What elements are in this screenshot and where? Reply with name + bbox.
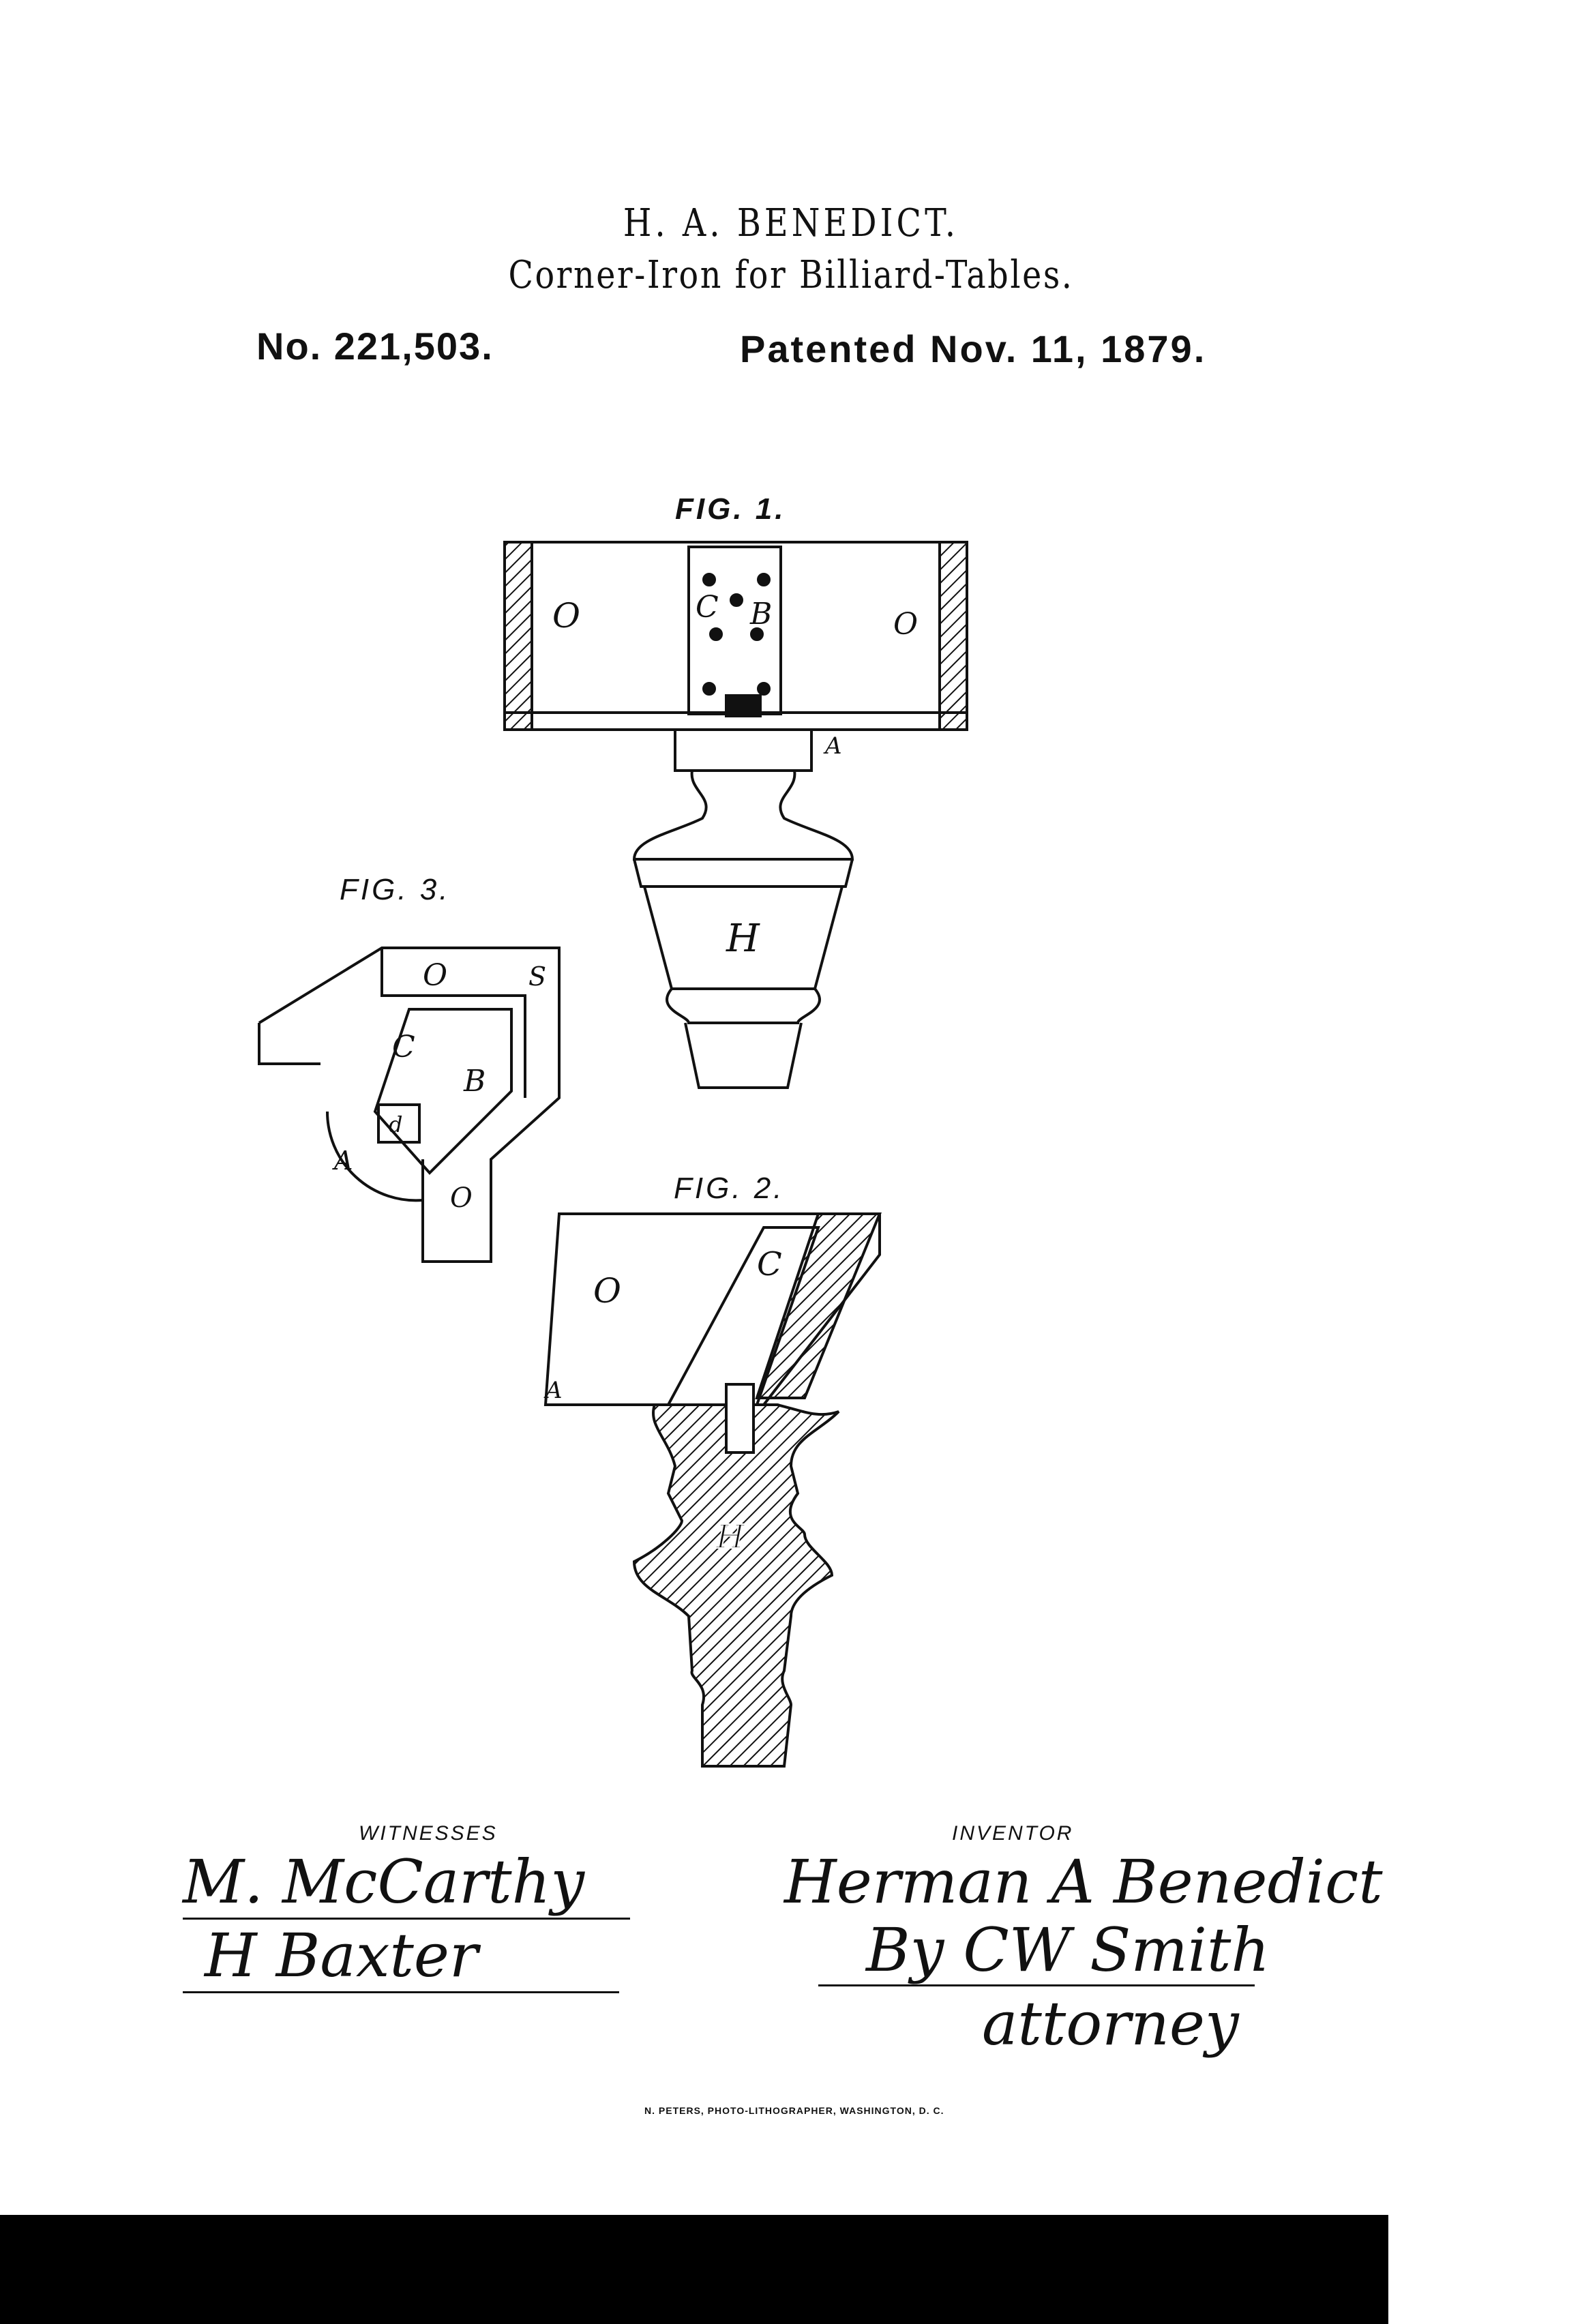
fig3-label: FIG. 3. bbox=[340, 873, 451, 906]
fig2-label: FIG. 2. bbox=[674, 1172, 785, 1205]
fig3-part-o-lower: O bbox=[450, 1182, 473, 1214]
fig3-part-d: d bbox=[389, 1112, 402, 1137]
patent-date: Patented Nov. 11, 1879. bbox=[740, 327, 1207, 370]
fig3-part-b: B bbox=[463, 1064, 486, 1099]
fig2-part-h: H bbox=[715, 1518, 745, 1556]
fig3-drawing: O S C B d A O bbox=[258, 947, 561, 1263]
signature-line bbox=[818, 1984, 1255, 1986]
inventor-label: INVENTOR bbox=[952, 1822, 1074, 1845]
fig1-part-o-left: O bbox=[552, 596, 580, 636]
fig3-part-s: S bbox=[528, 962, 546, 992]
fig2-drawing: O C A H bbox=[543, 1212, 882, 1768]
fig2-part-o: O bbox=[593, 1271, 621, 1311]
fig1-drawing: O O C B A H bbox=[503, 541, 968, 1089]
fig1-label: FIG. 1. bbox=[675, 492, 786, 526]
fig1-part-o-right: O bbox=[893, 607, 918, 642]
fig1-part-c: C bbox=[696, 590, 719, 625]
fig1-part-b: B bbox=[749, 597, 772, 631]
attorney-signature: By CW Smith bbox=[866, 1915, 1270, 1985]
inventor-signature: Herman A Benedict bbox=[784, 1847, 1383, 1917]
fig3-part-c: C bbox=[392, 1030, 415, 1064]
patent-number: No. 221,503. bbox=[256, 325, 494, 368]
fig2-part-a: A bbox=[543, 1377, 563, 1404]
fig2-part-c: C bbox=[757, 1245, 782, 1283]
fig3-part-a: A bbox=[332, 1146, 353, 1176]
fig1-part-a: A bbox=[823, 732, 842, 760]
fig1-part-h: H bbox=[726, 917, 760, 961]
witness-signature-1: M. McCarthy bbox=[183, 1847, 585, 1917]
witnesses-label: WITNESSES bbox=[359, 1822, 498, 1845]
printer-credit: N. PETERS, PHOTO-LITHOGRAPHER, WASHINGTO… bbox=[644, 2105, 944, 2116]
fig3-part-o: O bbox=[423, 958, 447, 993]
scan-border bbox=[0, 2215, 1388, 2324]
invention-title: Corner-Iron for Billiard-Tables. bbox=[508, 253, 1074, 297]
signature-line bbox=[183, 1991, 619, 1993]
attorney-title: attorney bbox=[982, 1988, 1239, 2059]
signature-line bbox=[183, 1918, 630, 1920]
witness-signature-2: H Baxter bbox=[205, 1920, 478, 1991]
inventor-name: H. A. BENEDICT. bbox=[623, 201, 959, 245]
